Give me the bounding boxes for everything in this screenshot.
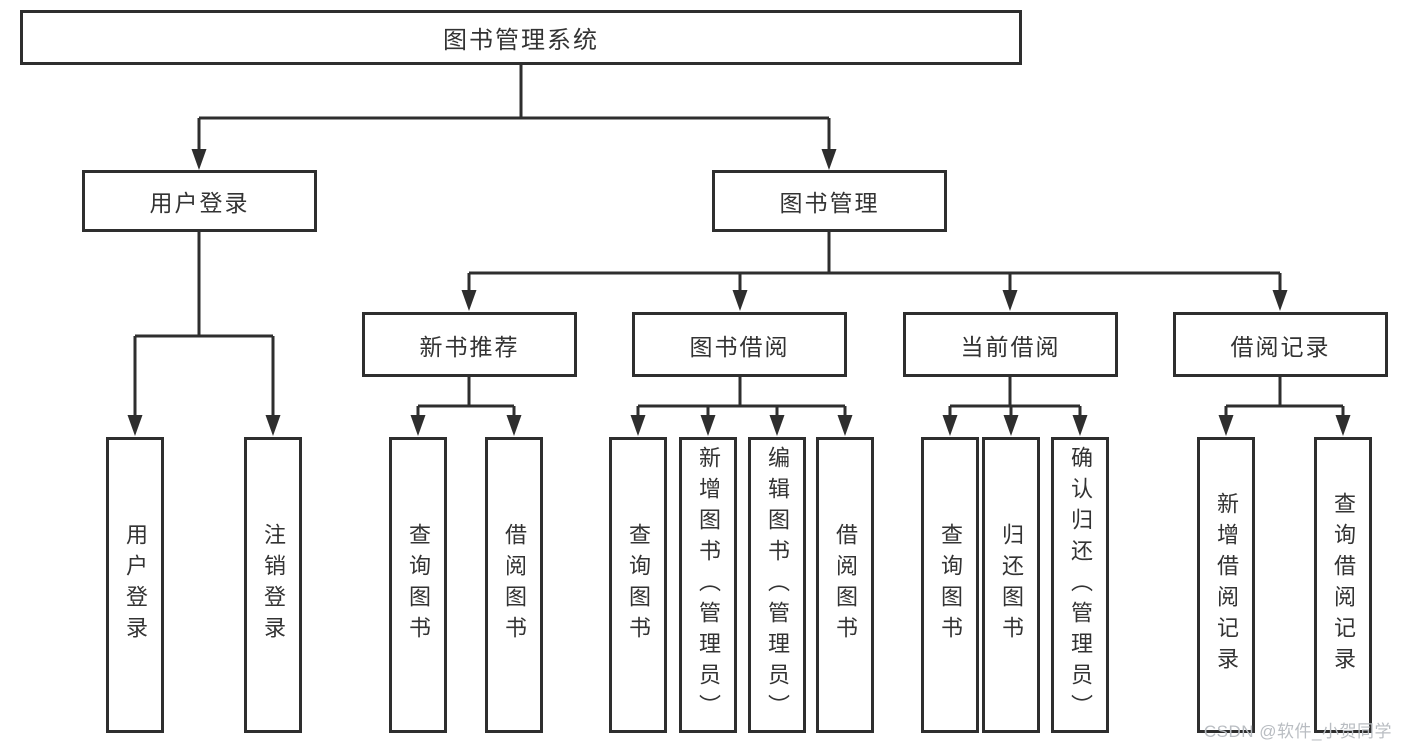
node-new-book-recommend: 新书推荐 [362, 312, 577, 377]
connector-borrow-records-group [1224, 377, 1345, 418]
connector-root-to-level2 [197, 65, 831, 152]
leaf-borrow-books: 借阅图书 [816, 437, 874, 733]
leaf-confirm-return-admin-label: 确认归还（管理员） [1068, 445, 1093, 725]
leaf-logout-label: 注销登录 [261, 523, 286, 647]
leaf-query-books-recommend-label: 查询图书 [406, 523, 431, 647]
leaf-add-borrow-record-label: 新增借阅记录 [1214, 492, 1239, 678]
connector-book-management-branch [467, 232, 1282, 294]
node-borrow-records: 借阅记录 [1173, 312, 1388, 377]
leaf-add-book-admin: 新增图书（管理员） [679, 437, 737, 733]
node-root-system: 图书管理系统 [20, 10, 1022, 65]
node-book-management: 图书管理 [712, 170, 947, 232]
leaf-edit-book-admin: 编辑图书（管理员） [748, 437, 806, 733]
leaf-query-books-borrow-label: 查询图书 [626, 523, 651, 647]
leaf-add-borrow-record: 新增借阅记录 [1197, 437, 1255, 733]
leaf-query-borrow-record-label: 查询借阅记录 [1331, 492, 1356, 678]
leaf-query-books-current: 查询图书 [921, 437, 979, 733]
leaf-edit-book-admin-label: 编辑图书（管理员） [765, 445, 790, 725]
leaf-return-books-label: 归还图书 [999, 523, 1024, 647]
leaf-borrow-books-label: 借阅图书 [833, 523, 858, 647]
node-user-login-label: 用户登录 [149, 190, 250, 216]
leaf-query-books-current-label: 查询图书 [938, 523, 963, 647]
leaf-query-borrow-record: 查询借阅记录 [1314, 437, 1372, 733]
leaf-add-book-admin-label: 新增图书（管理员） [696, 445, 721, 725]
connector-user-login-branch [133, 232, 275, 418]
node-book-borrow: 图书借阅 [632, 312, 847, 377]
node-root-system-label: 图书管理系统 [443, 27, 599, 54]
node-user-login: 用户登录 [82, 170, 317, 232]
csdn-watermark: CSDN @软件_小贺同学 [1203, 722, 1392, 741]
node-new-book-recommend-label: 新书推荐 [419, 333, 520, 360]
node-book-borrow-label: 图书借阅 [689, 333, 790, 360]
leaf-borrow-books-recommend-label: 借阅图书 [502, 523, 527, 647]
leaf-user-login: 用户登录 [106, 437, 164, 733]
connector-current-borrow-group [948, 377, 1082, 418]
node-current-borrow: 当前借阅 [903, 312, 1118, 377]
leaf-logout: 注销登录 [244, 437, 302, 733]
leaf-return-books: 归还图书 [982, 437, 1040, 733]
leaf-query-books-recommend: 查询图书 [389, 437, 447, 733]
arrowheads [127, 149, 1351, 436]
leaf-user-login-label: 用户登录 [123, 523, 148, 647]
connector-new-book-group [416, 377, 516, 418]
leaf-confirm-return-admin: 确认归还（管理员） [1051, 437, 1109, 733]
connector-book-borrow-group [636, 377, 847, 418]
node-current-borrow-label: 当前借阅 [960, 333, 1061, 360]
leaf-query-books-borrow: 查询图书 [609, 437, 667, 733]
node-book-management-label: 图书管理 [779, 190, 880, 216]
leaf-borrow-books-recommend: 借阅图书 [485, 437, 543, 733]
node-borrow-records-label: 借阅记录 [1230, 333, 1331, 360]
